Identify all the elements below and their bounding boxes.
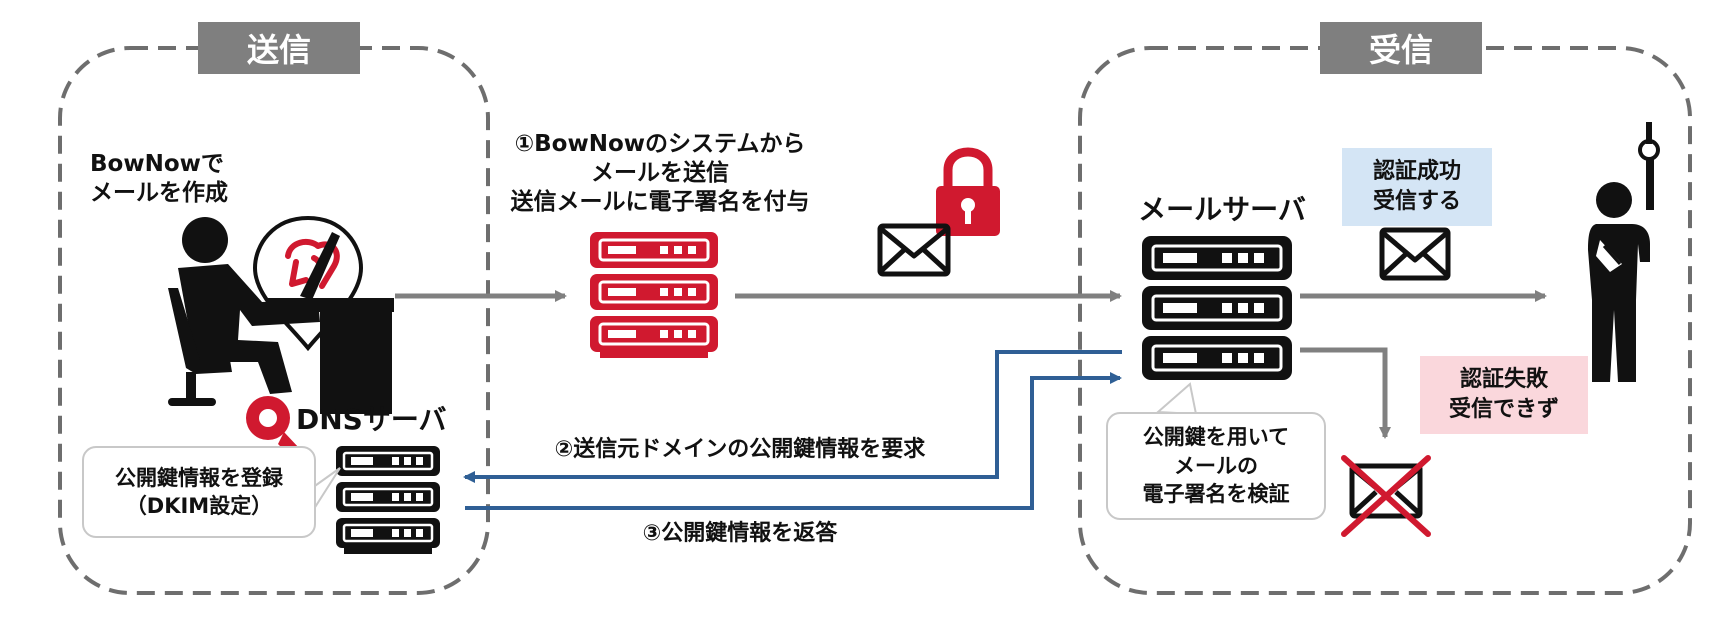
accepted-envelope-icon (1379, 227, 1451, 281)
mail-server-icon (1142, 236, 1292, 380)
step2-label: ②送信元ドメインの公開鍵情報を要求 (554, 437, 926, 462)
auth-success-line1: 認証成功 (1372, 159, 1461, 185)
arrow-return-public-key (465, 372, 1122, 510)
dns-bubble-line2: （DKIM設定） (125, 494, 273, 518)
send-section-tag: 送信 (198, 22, 360, 74)
auth-failure-line1: 認証失敗 (1459, 367, 1548, 393)
dns-register-bubble: 公開鍵情報を登録 （DKIM設定） (82, 446, 316, 538)
verify-signature-bubble: 公開鍵を用いて メールの 電子署名を検証 (1106, 412, 1326, 520)
dns-server-title: DNSサーバ (296, 403, 447, 436)
step1-line1: ①BowNowのシステムから (514, 131, 806, 157)
step1-line2: メールを送信 (591, 159, 729, 186)
auth-failure-box: 認証失敗 受信できず (1420, 356, 1588, 434)
bownow-server-icon (590, 232, 718, 358)
dns-bubble-line1: 公開鍵情報を登録 (115, 465, 283, 490)
recipient-person-icon (1588, 122, 1660, 382)
mail-server-bubble-tail (1155, 382, 1198, 416)
arrow-request-public-key (463, 350, 1122, 483)
auth-success-box: 認証成功 受信する (1342, 148, 1492, 226)
verify-bubble-line1: 公開鍵を用いて (1142, 425, 1290, 450)
receive-section-tag: 受信 (1320, 22, 1482, 74)
verify-bubble-line2: メールの (1174, 453, 1258, 478)
dns-bubble-tail (311, 467, 341, 516)
dns-server-icon (336, 446, 440, 554)
rejected-envelope-icon (1341, 455, 1431, 537)
step1-caption: ①BowNowのシステムから メールを送信 送信メールに電子署名を付与 (470, 130, 850, 216)
mail-server-title: メールサーバ (1138, 193, 1306, 226)
sender-caption-line2: メールを作成 (90, 179, 228, 206)
step1-line3: 送信メールに電子署名を付与 (510, 188, 810, 215)
person-at-desk-icon (168, 217, 394, 414)
auth-success-line2: 受信する (1372, 189, 1461, 214)
sender-caption-line1: BowNowで (90, 151, 224, 177)
sender-caption: BowNowで メールを作成 (90, 150, 270, 208)
auth-failure-line2: 受信できず (1448, 397, 1559, 422)
envelope-in-transit-icon (877, 223, 951, 277)
arrow-mailserver-to-rejected (1300, 347, 1391, 439)
padlock-icon (936, 147, 1000, 236)
step3-label: ③公開鍵情報を返答 (642, 521, 838, 546)
verify-bubble-line3: 電子署名を検証 (1142, 482, 1290, 507)
